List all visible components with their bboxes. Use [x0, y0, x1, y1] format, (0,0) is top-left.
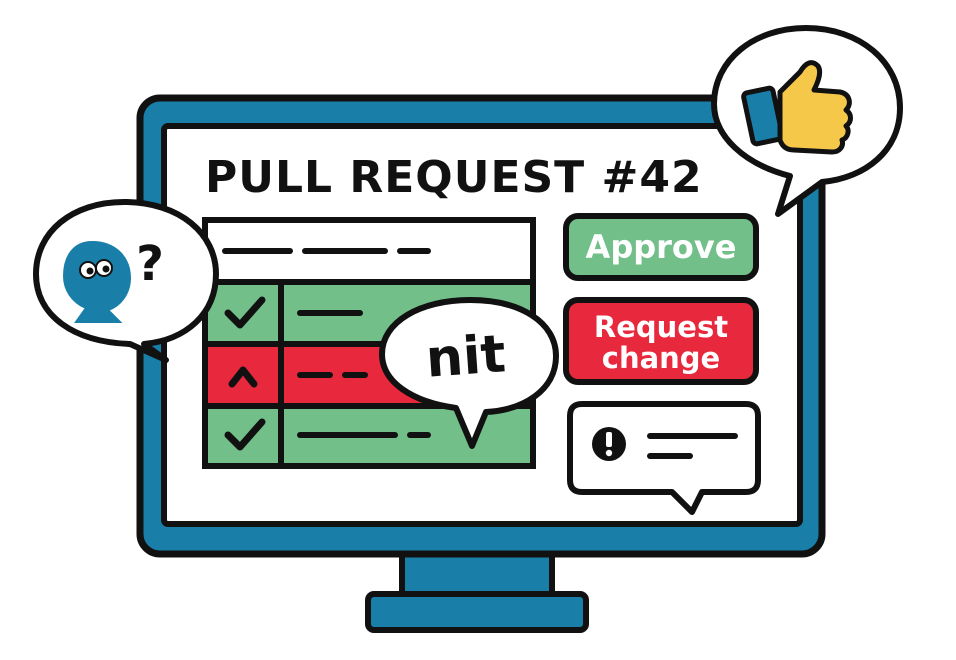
nit-label: nit [424, 324, 508, 389]
check-icon [224, 296, 266, 329]
nit-speech-bubble: nit [379, 297, 559, 449]
request-change-button[interactable]: Request change [563, 297, 759, 385]
question-mark-icon: ? [136, 236, 164, 292]
monitor-stand [365, 545, 589, 633]
confused-face-icon [62, 240, 132, 323]
approve-button[interactable]: Approve [563, 213, 759, 281]
diff-row-ok [202, 403, 536, 469]
comment-box[interactable] [567, 401, 761, 515]
request-change-label-line2: change [602, 341, 720, 375]
thumbs-up-icon [741, 60, 853, 155]
check-icon [224, 418, 266, 451]
approval-speech-bubble [711, 25, 903, 217]
exclamation-icon [592, 427, 626, 461]
approve-button-label: Approve [586, 228, 737, 266]
request-change-label-line1: Request [594, 310, 728, 344]
caret-up-icon [228, 366, 258, 388]
page-title: PULL REQUEST #42 [205, 152, 703, 203]
question-speech-bubble: ? [33, 199, 219, 363]
